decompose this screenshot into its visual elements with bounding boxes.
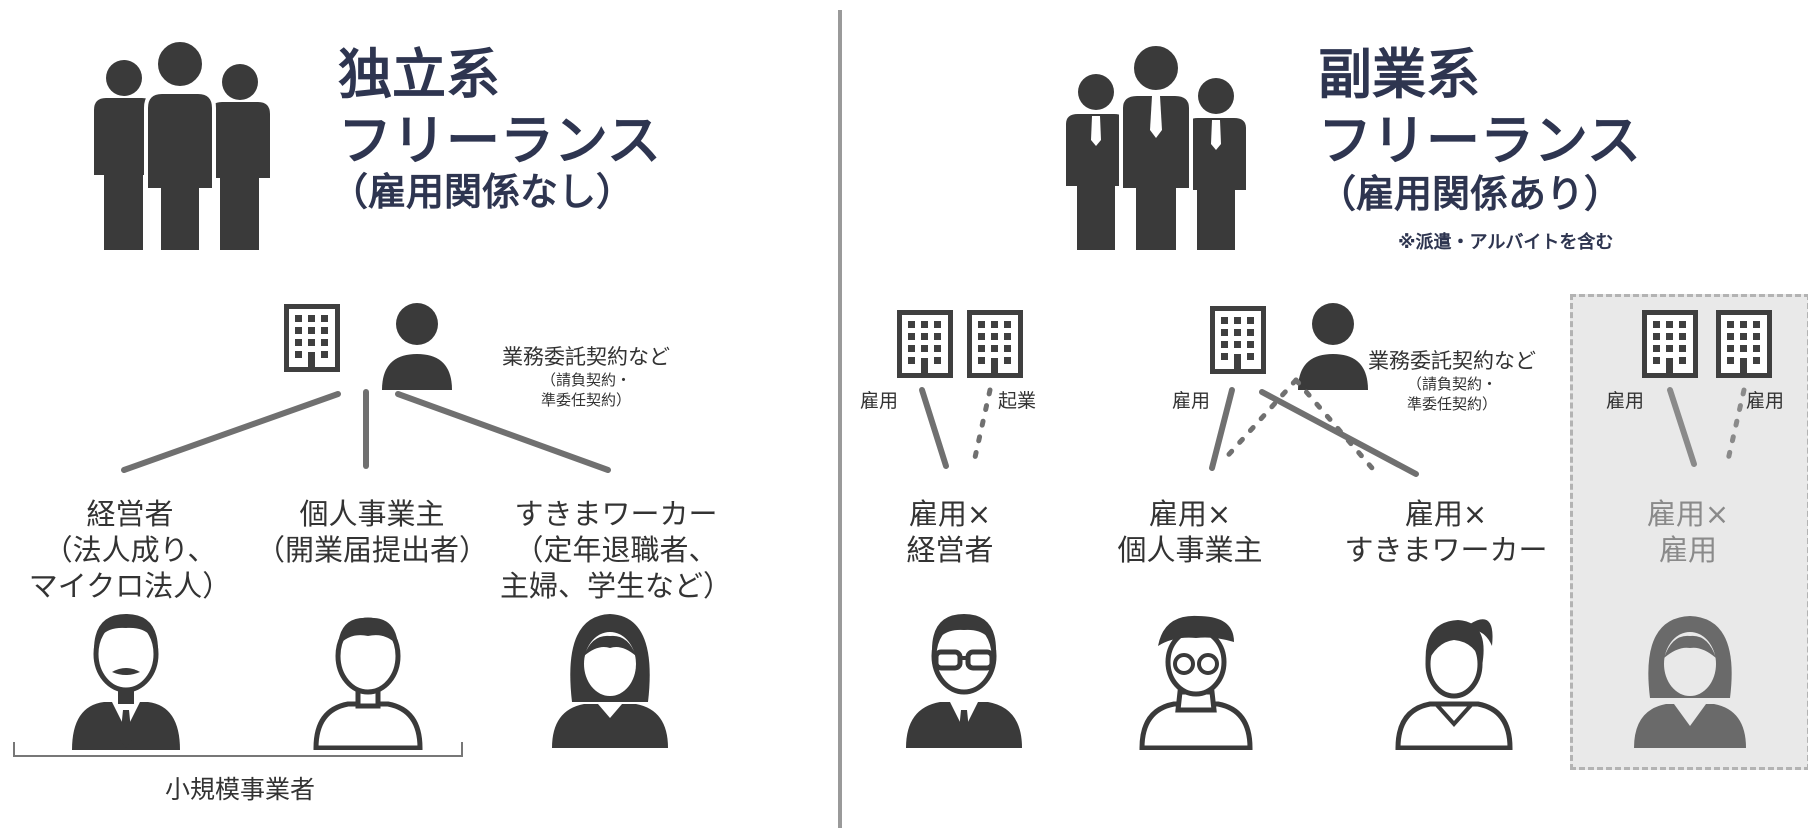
company-building-icon (1210, 306, 1266, 374)
business-group-icon (1066, 42, 1246, 254)
contract-main: 業務委託契約など (1368, 349, 1536, 373)
type-label-line: マイクロ法人） (28, 569, 232, 603)
sole-proprietor-avatar-icon (313, 617, 423, 750)
link-employ-label: 雇用 (1746, 390, 1785, 412)
title-independent-line1: 独立系 (338, 43, 500, 106)
title-sidejob-line2: フリーランス (1318, 109, 1641, 172)
type-label-line: 個人事業主 (299, 497, 445, 531)
gray-box-canvas (1642, 310, 1772, 467)
bracket-label: 小規模事業者 (164, 775, 315, 804)
title-sidejob-line3: （雇用関係あり） (1318, 172, 1623, 216)
type-label-line: すきまワーカー (1344, 533, 1548, 567)
link-employ-label: 雇用 (1606, 390, 1645, 412)
type-label-line: 主婦、学生など） (499, 569, 732, 603)
employ-gap-worker-avatar-icon (1395, 619, 1513, 750)
type-label-line: （定年退職者、 (514, 533, 718, 567)
company-building-icon (284, 304, 340, 372)
type-label-line: 雇用× (908, 497, 992, 531)
type-label-manager: 経営者 （法人成り、 マイクロ法人） (20, 496, 240, 604)
type-label-line: 雇用× (1404, 497, 1488, 531)
type-label-line: 雇用× (1148, 497, 1232, 531)
startup-lines (971, 377, 1375, 471)
type-label-employ-sole-proprietor: 雇用× 個人事業主 (1100, 496, 1280, 568)
client-person-icon (382, 303, 452, 390)
link-startup-label: 起業 (998, 390, 1037, 412)
employ-manager-avatar-icon (906, 614, 1022, 748)
gap-worker-avatar-icon (552, 614, 668, 748)
link-employ-label: 雇用 (1172, 390, 1211, 412)
contract-label-left: 業務委託契約など （請負契約・ 準委任契約） (486, 344, 686, 410)
startup-building-icon (967, 310, 1023, 378)
type-label-line: 経営者 (906, 533, 994, 567)
contract-sub2: 準委任契約） (540, 391, 631, 409)
manager-avatar-icon (72, 614, 180, 750)
type-label-employ-manager: 雇用× 経営者 (880, 496, 1020, 568)
title-sidejob-note: ※派遣・アルバイトを含む (1398, 232, 1614, 253)
title-sidejob-line1: 副業系 (1318, 43, 1480, 106)
type-label-employ-gap-worker: 雇用× すきまワーカー (1336, 496, 1556, 568)
type-label-employ-employ: 雇用× 雇用 (1628, 496, 1748, 568)
employer-building-icon (897, 310, 953, 378)
type-label-line: 雇用× (1646, 497, 1730, 531)
type-label-line: 雇用 (1658, 533, 1717, 567)
contract-sub1: （請負契約・ (1406, 375, 1497, 393)
connector-lines (121, 389, 611, 473)
section-divider (838, 10, 842, 828)
title-independent-line2: フリーランス (338, 109, 661, 172)
contract-sub2: 準委任契約） (1406, 395, 1497, 413)
bracket (13, 742, 463, 757)
contract-sub1: （請負契約・ (540, 371, 631, 389)
type-label-line: （法人成り、 (43, 533, 217, 567)
type-label-sole-proprietor: 個人事業主 （開業届提出者） (252, 496, 492, 568)
contract-label-right: 業務委託契約など （請負契約・ 準委任契約） (1352, 348, 1552, 414)
employ-employ-avatar-icon (1634, 616, 1746, 748)
type-label-line: （開業届提出者） (255, 533, 488, 567)
group-people-icon (94, 38, 270, 254)
type-label-line: 経営者 (86, 497, 174, 531)
employ-sole-proprietor-avatar-icon (1139, 615, 1253, 750)
link-employ-label: 雇用 (860, 390, 899, 412)
type-label-line: 個人事業主 (1117, 533, 1263, 567)
type-label-gap-worker: すきまワーカー （定年退職者、 主婦、学生など） (496, 496, 736, 604)
type-label-line: すきまワーカー (514, 497, 718, 531)
title-independent-line3: （雇用関係なし） (330, 170, 635, 214)
contract-main: 業務委託契約など (502, 345, 670, 369)
